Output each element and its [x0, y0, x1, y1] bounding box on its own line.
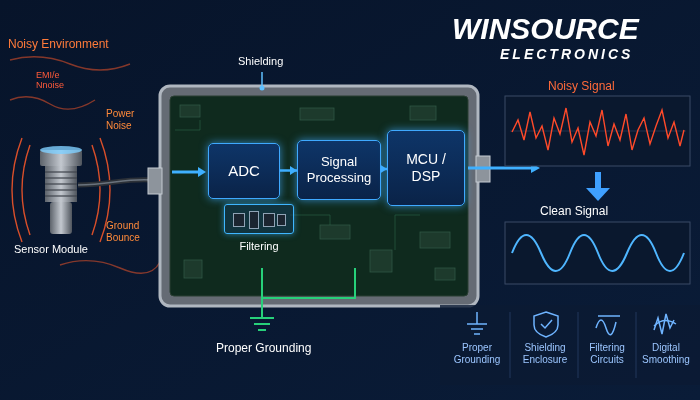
decor-line	[45, 177, 77, 178]
callout-label: Shielding	[238, 55, 283, 68]
decor-path	[12, 138, 22, 242]
decor-rect	[45, 166, 77, 202]
zone-title: Noisy Environment	[8, 38, 109, 52]
decor-line	[578, 312, 579, 378]
component-symbol	[249, 211, 259, 229]
brand-subtitle: ELECTRONICS	[500, 46, 633, 62]
decor-line	[595, 172, 601, 190]
box-label: MCU / DSP	[394, 151, 458, 185]
decor-g	[467, 312, 676, 337]
decor-ellipse	[40, 146, 82, 154]
decor-g	[250, 268, 355, 330]
icon-caption: Filtering Circuits	[580, 342, 634, 365]
decor-polygon	[586, 188, 610, 201]
decor-path	[10, 97, 95, 109]
decor-path	[541, 320, 552, 328]
decor-path	[92, 145, 100, 235]
filter-circuit	[224, 204, 294, 234]
decor-g	[175, 120, 420, 250]
decor-path	[262, 268, 355, 298]
decor-rect	[420, 232, 450, 248]
decor-line	[45, 189, 77, 190]
component-symbol	[277, 214, 286, 226]
decor-path	[596, 320, 616, 335]
component-symbol	[263, 213, 275, 227]
decor-polygon	[198, 167, 206, 177]
decor-line	[45, 171, 77, 172]
decor-rect	[370, 250, 392, 272]
decor-circle	[260, 86, 265, 91]
decor-path	[654, 320, 676, 326]
decor-line	[510, 131, 686, 132]
decor-rect	[435, 268, 455, 280]
decor-rect	[505, 222, 690, 284]
decor-rect	[410, 106, 436, 120]
decor-path	[22, 145, 30, 235]
box-label: ADC	[228, 162, 260, 180]
flow-arrow	[280, 166, 297, 175]
decor-path	[261, 268, 263, 318]
decor-line	[45, 183, 77, 184]
filter-block: Filtering	[224, 204, 294, 252]
decor-line	[45, 195, 77, 196]
decor-line	[172, 171, 200, 174]
panel-title: Noisy Signal	[548, 80, 615, 94]
decor-path	[395, 215, 420, 250]
decor-path	[512, 235, 684, 271]
icon-caption: Shielding Enclosure	[514, 342, 576, 365]
arrow-head	[290, 166, 297, 175]
flow-arrow	[380, 165, 387, 174]
decor-path	[175, 120, 200, 130]
decor-line	[467, 323, 487, 325]
noise-label: Ground Bounce	[106, 220, 156, 243]
box-label: Signal Processing	[304, 154, 374, 185]
decor-rect	[440, 305, 700, 385]
decor-rect	[300, 108, 334, 120]
block-label: Filtering	[224, 240, 294, 252]
decor-rect	[148, 168, 162, 194]
component-symbol	[233, 213, 245, 227]
decor-polyline	[512, 108, 684, 155]
part-name: Sensor Module	[14, 243, 88, 256]
decor-rect	[160, 86, 478, 306]
process-box: Signal Processing	[297, 140, 381, 200]
decor-path	[60, 261, 160, 274]
noise-label: Power Noise	[106, 108, 148, 131]
decor-line	[254, 323, 270, 325]
decor-rect	[184, 260, 202, 278]
decor-g	[45, 172, 77, 196]
decor-path	[78, 180, 152, 185]
process-box: MCU / DSP	[387, 130, 465, 206]
decor-line	[468, 167, 532, 170]
process-box: ADC	[208, 143, 280, 199]
decor-path	[78, 180, 152, 185]
decor-line	[474, 333, 480, 335]
decor-line	[261, 72, 263, 86]
decor-rect	[180, 105, 200, 117]
decor-rect	[170, 96, 468, 296]
callout-label: Proper Grounding	[216, 342, 311, 356]
icon-caption: Digital Smoothing	[638, 342, 694, 365]
decor-line	[598, 315, 620, 317]
decor-rect	[320, 225, 350, 239]
brand-logo: WINSOURCE	[452, 12, 639, 47]
decor-line	[258, 329, 266, 331]
decor-g	[10, 57, 160, 273]
decor-rect	[505, 96, 690, 166]
decor-path	[476, 312, 478, 324]
decor-rect	[50, 202, 72, 234]
decor-line	[250, 317, 274, 319]
decor-path	[534, 312, 558, 337]
arrow-head	[380, 165, 387, 174]
icon-caption: Proper Grounding	[448, 342, 506, 365]
decor-line	[471, 328, 483, 330]
decor-line	[510, 312, 511, 378]
panel-title: Clean Signal	[540, 205, 608, 219]
noise-label: EMI/e Nnoise	[36, 70, 80, 91]
decor-line	[636, 312, 637, 378]
decor-path	[10, 57, 130, 70]
decor-path	[290, 215, 330, 225]
